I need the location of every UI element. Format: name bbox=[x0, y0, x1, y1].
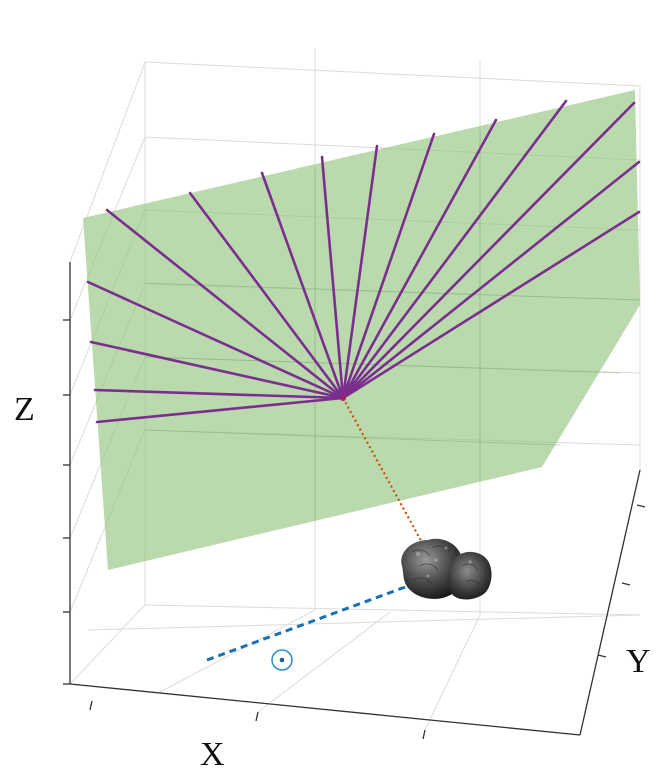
axes bbox=[63, 262, 646, 740]
ray bbox=[105, 208, 345, 400]
ray bbox=[341, 160, 641, 400]
ray bbox=[260, 171, 345, 400]
grid-through-plane bbox=[144, 132, 641, 520]
y-axis-label: Y bbox=[626, 643, 651, 680]
ray bbox=[188, 191, 345, 400]
y-tick bbox=[621, 582, 631, 586]
z-axis-label: Z bbox=[14, 391, 35, 428]
x-tick bbox=[255, 711, 259, 722]
grid-line bbox=[159, 609, 316, 693]
x-axis-line bbox=[69, 683, 581, 736]
green-translucent-plane bbox=[83, 90, 640, 570]
ray bbox=[341, 210, 641, 400]
grid-line bbox=[144, 61, 641, 87]
grid-line bbox=[87, 614, 641, 631]
blue-dashed-line bbox=[206, 584, 409, 662]
grid-line bbox=[69, 61, 146, 263]
x-axis-label: X bbox=[200, 736, 225, 772]
x-tick bbox=[422, 729, 426, 740]
grid-line bbox=[144, 604, 641, 616]
ray bbox=[341, 144, 379, 400]
y-tick bbox=[636, 504, 646, 508]
comet-nucleus bbox=[401, 538, 492, 600]
orange-dotted-line bbox=[342, 397, 426, 549]
circle-dot-marker bbox=[271, 649, 293, 671]
purple-ray-fan bbox=[86, 99, 641, 424]
ray bbox=[341, 118, 498, 400]
grid-line bbox=[424, 614, 481, 731]
ray-origin bbox=[340, 395, 346, 401]
ray bbox=[341, 101, 636, 400]
grid-line bbox=[69, 604, 146, 685]
grid-line bbox=[257, 611, 391, 713]
ray bbox=[86, 280, 345, 400]
x-tick bbox=[89, 700, 93, 711]
ray bbox=[93, 388, 345, 400]
ray bbox=[95, 396, 345, 424]
ray bbox=[89, 340, 345, 400]
ray bbox=[341, 99, 568, 400]
y-tick bbox=[597, 654, 607, 658]
ray bbox=[341, 132, 436, 400]
y-axis-line bbox=[579, 469, 641, 736]
ray bbox=[320, 155, 345, 400]
